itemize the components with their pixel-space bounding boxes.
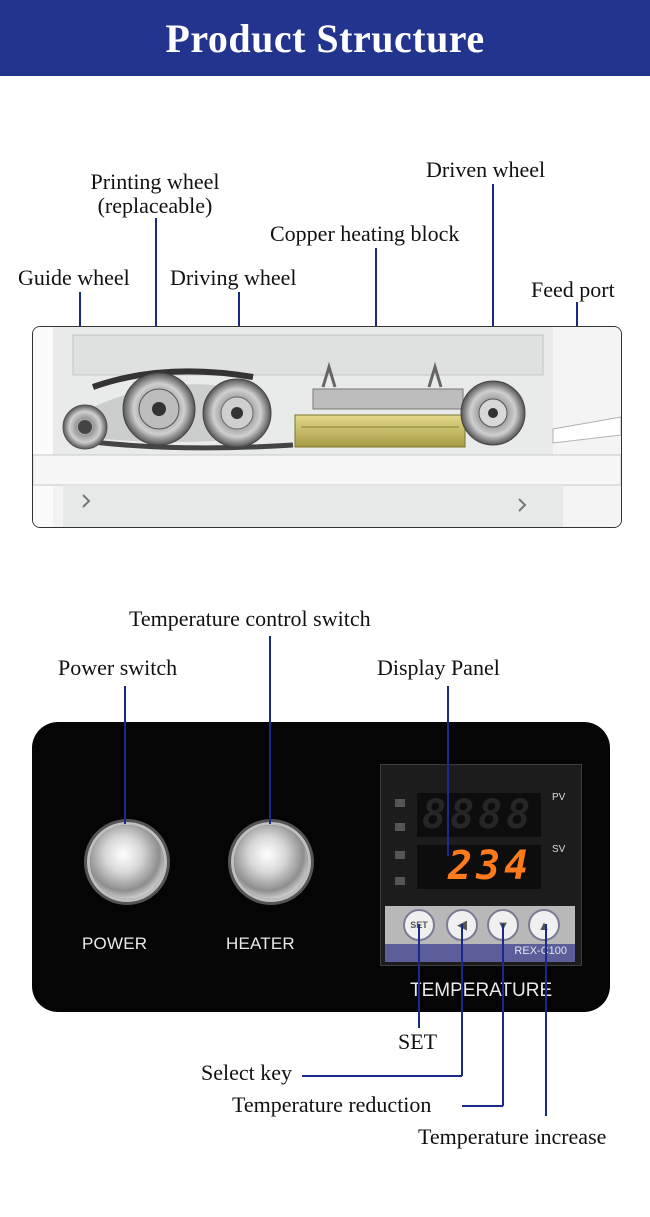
status-led xyxy=(395,799,405,807)
feed-port-label: Feed port xyxy=(531,277,615,302)
pv-value: 8888 xyxy=(422,792,535,838)
temperature-reduction-key[interactable]: ▼ xyxy=(487,909,519,941)
sealer-machine-photo xyxy=(32,326,622,528)
sv-display xyxy=(417,845,541,889)
select-key-label: Select key xyxy=(201,1060,293,1085)
page-title: Product Structure xyxy=(165,15,485,61)
sv-label: SV xyxy=(552,844,566,855)
leader-line xyxy=(492,184,494,382)
leader-line xyxy=(502,924,504,1106)
copper-heating-block-label: Copper heating block xyxy=(270,221,460,246)
power-switch-label: Power switch xyxy=(58,655,178,680)
leader-line xyxy=(302,1075,462,1077)
guide-wheel-label: Guide wheel xyxy=(18,265,130,290)
pv-label: PV xyxy=(552,792,566,803)
temperature-label: TEMPERATURE xyxy=(410,980,553,1001)
model-strip: REX-C100 xyxy=(385,944,575,962)
leader-line xyxy=(545,924,547,1116)
controller-model: REX-C100 xyxy=(514,945,567,957)
printing-wheel-text: Printing wheel xyxy=(90,169,220,194)
pv-display xyxy=(417,793,541,837)
printing-wheel-label: Printing wheel (replaceable) xyxy=(80,169,230,219)
driving-wheel-label: Driving wheel xyxy=(170,265,297,290)
status-led xyxy=(395,877,405,885)
machine-illustration xyxy=(33,327,621,527)
leader-line xyxy=(462,1105,503,1107)
temperature-increase-key[interactable]: ▲ xyxy=(528,909,560,941)
printing-wheel-note: (replaceable) xyxy=(97,193,213,219)
set-label: SET xyxy=(398,1029,438,1054)
header-banner: Product Structure xyxy=(0,0,650,76)
heater-switch-button[interactable] xyxy=(234,825,308,899)
power-label: POWER xyxy=(82,934,148,953)
heater-label: HEATER xyxy=(226,934,295,953)
leader-line xyxy=(447,686,449,856)
leader-line xyxy=(461,924,463,1076)
sv-value: 234 xyxy=(448,843,533,889)
status-led xyxy=(395,823,405,831)
temperature-increase-label: Temperature increase xyxy=(418,1124,607,1149)
status-led xyxy=(395,851,405,859)
leader-line xyxy=(269,636,271,824)
leader-line xyxy=(124,686,126,824)
power-switch-button[interactable] xyxy=(90,825,164,899)
driven-wheel-label: Driven wheel xyxy=(426,157,546,182)
temperature-control-switch-label: Temperature control switch xyxy=(129,606,371,631)
leader-line xyxy=(155,218,157,383)
leader-line xyxy=(418,924,420,1028)
display-panel-label: Display Panel xyxy=(377,655,500,680)
temperature-reduction-label: Temperature reduction xyxy=(232,1092,432,1117)
up-arrow-icon: ▲ xyxy=(537,917,551,933)
